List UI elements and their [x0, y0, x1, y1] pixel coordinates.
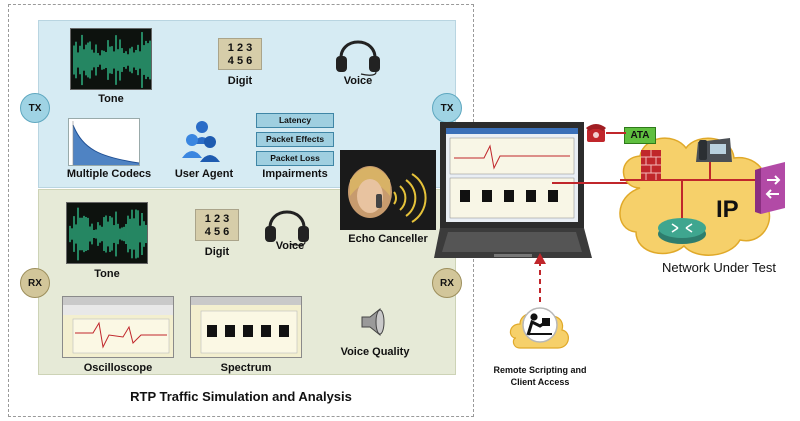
oscilloscope-window-icon [62, 296, 174, 358]
router-icon [658, 218, 706, 244]
multiple-codecs-label: Multiple Codecs [66, 168, 152, 180]
rx-tone-waveform-icon [66, 202, 148, 264]
tx-tone-label: Tone [98, 93, 124, 105]
codec-graph-icon [68, 118, 140, 166]
tx-digit-row2: 4 5 6 [227, 55, 253, 67]
rx-digit-keypad-icon: 1 2 3 4 5 6 [195, 209, 239, 241]
remote-scripting-line1: Remote Scripting and [493, 365, 587, 375]
phone-ata-link [606, 132, 626, 134]
rx-digit-label: Digit [204, 246, 230, 258]
impairments-label: Impairments [262, 168, 328, 180]
firewall-icon [641, 150, 661, 180]
ip-phone-icon [696, 138, 732, 162]
voice-quality-label: Voice Quality [340, 346, 410, 358]
tx-digit-keypad-icon: 1 2 3 4 5 6 [218, 38, 262, 70]
laptop-icon [434, 122, 592, 258]
remote-scripting-label: Remote Scripting and Client Access [476, 364, 604, 388]
rx-digit-row2: 4 5 6 [204, 226, 230, 238]
rx-tone-label: Tone [94, 268, 120, 280]
impairment-packet-loss: Packet Loss [256, 151, 334, 166]
echo-canceller-image [340, 150, 436, 230]
spectrum-label: Spectrum [220, 362, 272, 374]
oscilloscope-label: Oscilloscope [83, 362, 153, 374]
tx-badge-left: TX [20, 93, 50, 123]
impairment-latency: Latency [256, 113, 334, 128]
user-agent-people-icon [182, 121, 220, 162]
rx-digit-row1: 1 2 3 [204, 213, 230, 225]
network-under-test-label: Network Under Test [662, 260, 776, 275]
rx-badge-left: RX [20, 268, 50, 298]
spectrum-window-icon [190, 296, 302, 358]
remote-scripting-line2: Client Access [510, 377, 570, 387]
switch-icon [755, 162, 785, 214]
speaker-icon [361, 307, 385, 337]
tx-voice-label: Voice [343, 75, 373, 87]
remote-scripting-icon [509, 307, 569, 349]
tx-headphones-icon [336, 40, 380, 76]
tx-digit-row1: 1 2 3 [227, 42, 253, 54]
ip-label: IP [716, 196, 739, 223]
tx-digit-label: Digit [227, 75, 253, 87]
tx-tone-waveform-icon [70, 28, 152, 90]
rx-badge-right: RX [432, 268, 462, 298]
analog-phone-icon [586, 124, 606, 142]
diagram-title: RTP Traffic Simulation and Analysis [130, 389, 352, 404]
echo-canceller-label: Echo Canceller [348, 233, 428, 245]
tx-badge-right: TX [432, 93, 462, 123]
user-agent-label: User Agent [174, 168, 234, 180]
ata-box: ATA [624, 127, 656, 144]
remote-access-arrow [534, 253, 546, 302]
impairment-packet-effects: Packet Effects [256, 132, 334, 147]
rx-headphones-icon [265, 210, 309, 246]
rx-voice-label: Voice [275, 240, 305, 252]
